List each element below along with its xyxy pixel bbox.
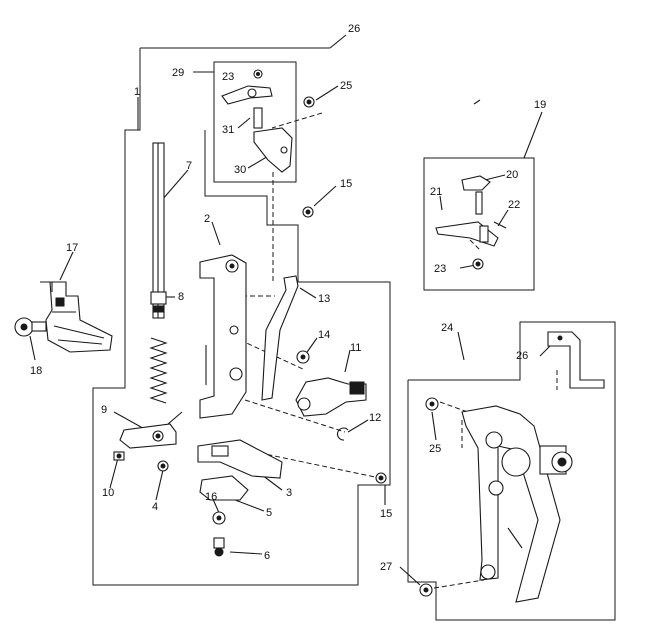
presser-foot-screw <box>14 317 47 337</box>
callout-14: 14 <box>318 329 330 341</box>
callout-15-lower: 15 <box>380 508 392 520</box>
callout-4: 4 <box>152 501 158 513</box>
sub-assembly-19-frame <box>423 157 535 291</box>
callout-12: 12 <box>369 412 381 424</box>
callout-25-side: 25 <box>429 443 441 455</box>
callout-3: 3 <box>286 487 292 499</box>
callout-21: 21 <box>430 186 442 198</box>
callout-25-top: 25 <box>340 80 352 92</box>
leader-lines <box>29 34 557 586</box>
spring-plate <box>199 475 249 501</box>
sub-assembly-29-frame <box>213 61 297 183</box>
callout-17: 17 <box>66 242 78 254</box>
slide-plate <box>197 439 283 479</box>
callout-13: 13 <box>318 293 330 305</box>
presser-bar <box>152 142 165 319</box>
guide-bracket <box>119 411 183 449</box>
callout-1: 1 <box>134 86 140 98</box>
screw-27 <box>419 583 433 597</box>
callout-19: 19 <box>534 99 546 111</box>
callout-10: 10 <box>102 487 114 499</box>
callout-22: 22 <box>508 199 520 211</box>
callout-15-upper: 15 <box>340 178 352 190</box>
upper-linkage <box>221 85 293 173</box>
nut-14 <box>296 350 310 364</box>
callout-24: 24 <box>441 322 453 334</box>
screw-4 <box>157 460 169 472</box>
callout-20: 20 <box>506 169 518 181</box>
callout-2: 2 <box>204 213 210 225</box>
callout-18: 18 <box>30 365 42 377</box>
callout-16: 16 <box>205 491 217 503</box>
callout-30: 30 <box>234 164 246 176</box>
retaining-ring <box>337 427 349 441</box>
callout-6: 6 <box>264 550 270 562</box>
callout-23-top: 23 <box>222 71 234 83</box>
callout-26-top: 26 <box>348 23 360 35</box>
cam-lever <box>295 377 367 417</box>
callout-11: 11 <box>350 342 361 354</box>
callout-7: 7 <box>186 160 192 172</box>
callout-31: 31 <box>222 124 234 136</box>
screw-10 <box>113 451 125 461</box>
washer-16 <box>212 511 226 525</box>
screw-23-top <box>253 69 263 79</box>
callout-8: 8 <box>178 291 184 303</box>
callout-26-side: 26 <box>516 350 528 362</box>
presser-bar-collar <box>150 291 167 313</box>
main-assembly-frame <box>92 47 391 586</box>
callout-labels: 1 2 3 4 5 6 7 8 9 10 11 12 13 14 15 15 1… <box>30 23 546 573</box>
lever-arm <box>261 275 299 401</box>
callout-23-bottom: 23 <box>434 263 446 275</box>
screw-25-side <box>425 397 439 411</box>
mounting-bracket <box>199 254 247 419</box>
tension-linkage <box>435 175 507 270</box>
callout-29: 29 <box>172 67 184 79</box>
bracket-26 <box>547 331 605 389</box>
presser-spring <box>149 337 168 404</box>
screw-6 <box>213 537 225 557</box>
callout-5: 5 <box>266 507 272 519</box>
screw-15-upper <box>302 206 314 218</box>
alignment-lines <box>234 112 558 589</box>
callout-9: 9 <box>101 404 107 416</box>
callout-27: 27 <box>380 561 392 573</box>
screw-15-lower <box>375 472 387 484</box>
side-lever-plate <box>461 405 573 603</box>
presser-foot <box>40 281 113 353</box>
screw-25-top <box>303 96 315 108</box>
